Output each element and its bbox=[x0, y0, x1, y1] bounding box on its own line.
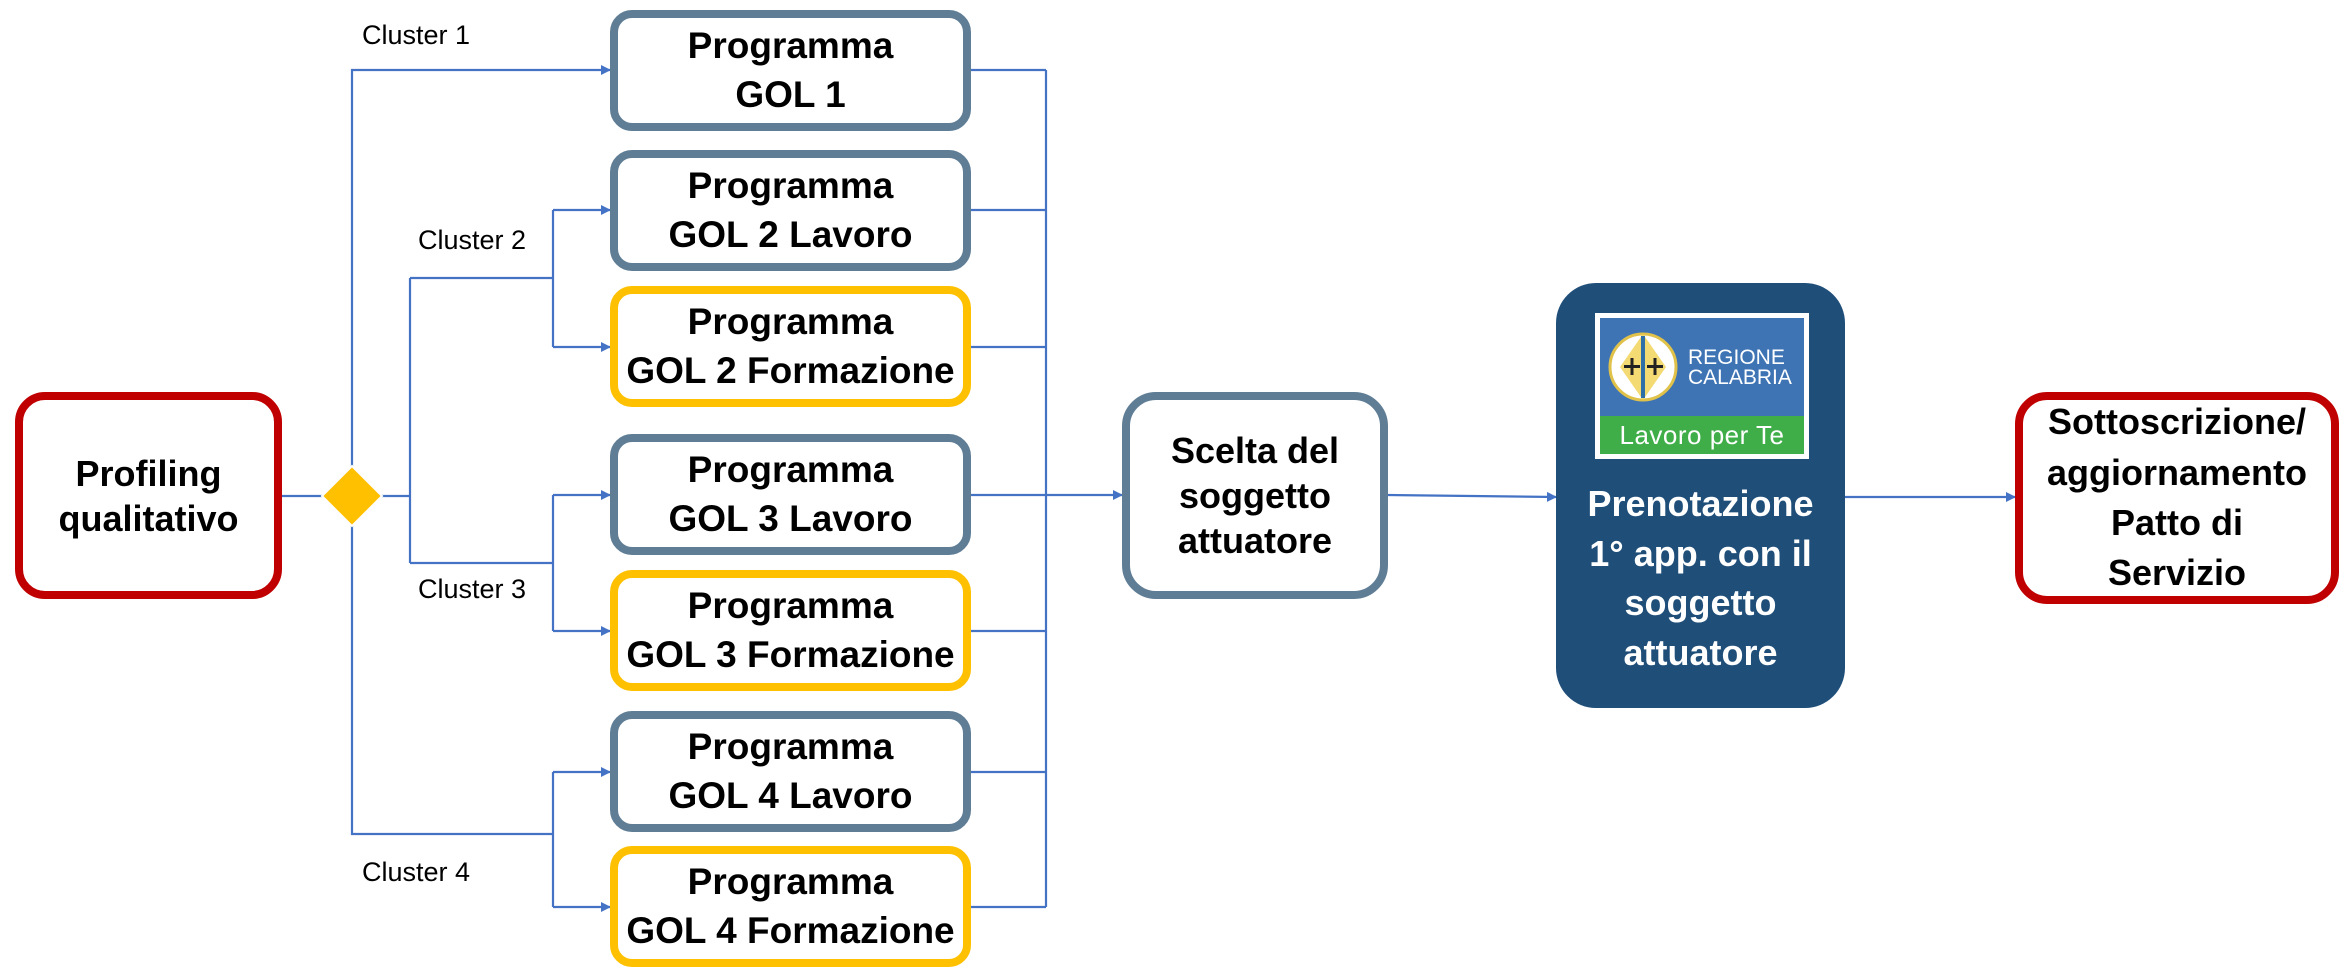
regione-emblem-icon bbox=[1608, 332, 1678, 402]
program-label: Programma bbox=[687, 301, 894, 343]
patto-servizio-box: Sottoscrizione/ aggiornamento Patto di S… bbox=[2015, 392, 2339, 604]
end-line-2: aggiornamento bbox=[2046, 451, 2307, 493]
program-label: Programma bbox=[687, 165, 894, 207]
booking-line-3: soggetto bbox=[1624, 582, 1777, 624]
end-line-4: Servizio bbox=[2107, 552, 2247, 594]
connector-cluster4 bbox=[350, 524, 553, 836]
program-gol2-formazione-box: Programma GOL 2 Formazione bbox=[610, 286, 971, 407]
logo-tagline: Lavoro per Te bbox=[1600, 416, 1804, 454]
cluster-label-4: Cluster 4 bbox=[362, 857, 471, 887]
cluster-label-3: Cluster 3 bbox=[418, 574, 527, 604]
logo-top-band: REGIONE CALABRIA bbox=[1600, 318, 1804, 416]
connector-choice-booking bbox=[1387, 491, 1557, 502]
profiling-box: Profiling qualitativo bbox=[15, 392, 282, 599]
logo-region-name: REGIONE CALABRIA bbox=[1688, 346, 1792, 389]
booking-line-1: Prenotazione bbox=[1587, 483, 1814, 524]
program-gol4-lavoro-box: Programma GOL 4 Lavoro bbox=[610, 711, 971, 832]
program-name: GOL 3 Lavoro bbox=[668, 497, 913, 539]
program-name: GOL 1 bbox=[735, 73, 846, 115]
decision-diamond bbox=[320, 464, 384, 528]
cluster-label-1: Cluster 1 bbox=[362, 20, 471, 50]
program-name: GOL 4 Formazione bbox=[626, 909, 955, 951]
end-line-1: Sottoscrizione/ bbox=[2047, 401, 2307, 443]
booking-line-2: 1° app. con il bbox=[1589, 532, 1812, 574]
connector-cluster1 bbox=[350, 65, 611, 468]
logo-name-line-1: REGIONE bbox=[1688, 346, 1785, 369]
logo-name-line-2: CALABRIA bbox=[1688, 366, 1792, 389]
profiling-line-1: Profiling bbox=[75, 452, 222, 494]
choice-line-1: Scelta del bbox=[1170, 430, 1340, 471]
cluster-label-2: Cluster 2 bbox=[418, 225, 527, 255]
booking-box: REGIONE CALABRIA Lavoro per Te Prenotazi… bbox=[1556, 283, 1845, 708]
program-gol4-formazione-box: Programma GOL 4 Formazione bbox=[610, 846, 971, 967]
program-label: Programma bbox=[687, 585, 894, 627]
program-gol3-formazione-box: Programma GOL 3 Formazione bbox=[610, 570, 971, 691]
program-name: GOL 2 Formazione bbox=[626, 349, 955, 391]
booking-line-4: attuatore bbox=[1623, 632, 1778, 674]
choice-box: Scelta del soggetto attuatore bbox=[1122, 392, 1388, 599]
program-label: Programma bbox=[687, 726, 894, 768]
program-name: GOL 4 Lavoro bbox=[668, 774, 913, 816]
program-label: Programma bbox=[687, 449, 894, 491]
choice-line-3: attuatore bbox=[1177, 520, 1333, 561]
profiling-line-2: qualitativo bbox=[58, 497, 239, 539]
program-gol2-lavoro-box: Programma GOL 2 Lavoro bbox=[610, 150, 971, 271]
program-label: Programma bbox=[687, 861, 894, 903]
booking-text: Prenotazione 1° app. con il soggetto att… bbox=[1556, 479, 1845, 678]
choice-line-2: soggetto bbox=[1179, 475, 1331, 516]
program-gol3-lavoro-box: Programma GOL 3 Lavoro bbox=[610, 434, 971, 555]
program-name: GOL 2 Lavoro bbox=[668, 213, 913, 255]
program-name: GOL 3 Formazione bbox=[626, 633, 955, 675]
end-line-3: Patto di bbox=[2111, 502, 2243, 543]
program-label: Programma bbox=[687, 25, 894, 67]
program-gol1-box: Programma GOL 1 bbox=[610, 10, 971, 131]
regione-calabria-logo: REGIONE CALABRIA Lavoro per Te bbox=[1595, 313, 1809, 459]
